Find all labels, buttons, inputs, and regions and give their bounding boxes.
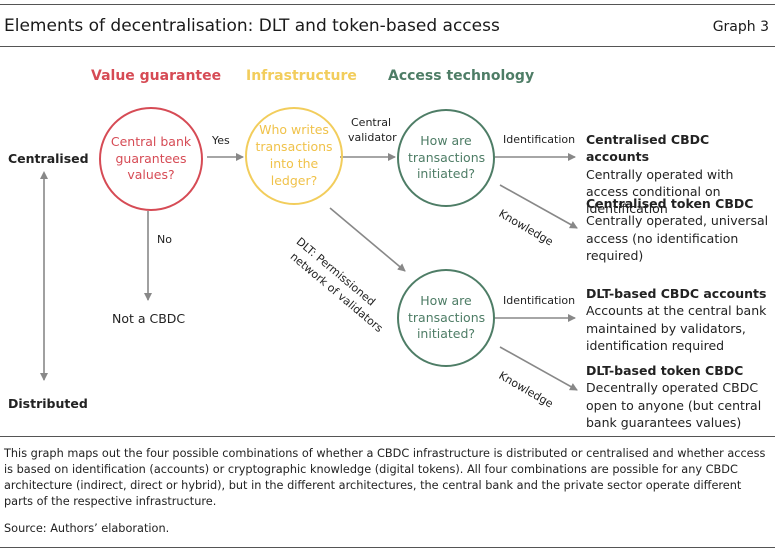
- node-who-writes: Who writes transactions into the ledger?: [245, 107, 343, 205]
- outcome-centralised-token: Centralised token CBDC Centrally operate…: [586, 195, 771, 264]
- outcome-title: Centralised token CBDC: [586, 196, 754, 211]
- edge-label-identification-bottom: Identification: [503, 294, 576, 307]
- edge-label-identification-top: Identification: [503, 133, 576, 146]
- edge-label-central-validator-1: Central: [351, 116, 392, 129]
- outcome-title: Centralised CBDC accounts: [586, 132, 710, 165]
- top-rule: [0, 4, 775, 5]
- arrow-dlt: [329, 207, 406, 272]
- outcome-dlt-token: DLT-based token CBDC Decentrally operate…: [586, 362, 771, 431]
- node-central-bank: Central bank guarantees values?: [99, 107, 203, 211]
- outcome-title: DLT-based token CBDC: [586, 363, 744, 378]
- node-how-initiated-bottom-text: How are transactions initiated?: [408, 292, 486, 342]
- heading-value-guarantee: Value guarantee: [91, 68, 222, 84]
- node-central-bank-text: Central bank guarantees values?: [110, 133, 192, 183]
- heading-infrastructure: Infrastructure: [246, 68, 357, 84]
- outcome-description: Centrally operated with access condition…: [586, 166, 734, 217]
- edge-label-no: No: [157, 233, 172, 246]
- heading-access-technology: Access technology: [388, 68, 535, 84]
- edge-label-yes: Yes: [212, 134, 230, 147]
- graph-source: Source: Authors’ elaboration.: [4, 522, 170, 535]
- outcome-title: DLT-based CBDC accounts: [586, 286, 767, 301]
- graph-note: This graph maps out the four possible co…: [4, 447, 766, 509]
- outcome-description: Accounts at the central bank maintained …: [586, 303, 767, 353]
- node-who-writes-text: Who writes transactions into the ledger?: [255, 122, 333, 188]
- outcome-description: Decentrally operated CBDC open to anyone…: [586, 380, 762, 430]
- outcome-dlt-accounts: DLT-based CBDC accounts Accounts at the …: [586, 285, 771, 354]
- node-how-initiated-top: How are transactions initiated?: [397, 109, 495, 207]
- outcome-centralised-accounts: Centralised CBDC accounts Centrally oper…: [586, 131, 771, 217]
- graph-number: Graph 3: [712, 19, 769, 35]
- bottom-rule: [0, 547, 775, 548]
- arrow-knowledge-top: [499, 184, 578, 229]
- title-rule: [0, 46, 775, 47]
- edge-label-central-validator-2: validator: [348, 131, 397, 144]
- outcome-description: Centrally operated, universal access (no…: [586, 213, 769, 263]
- arrow-knowledge-bottom: [499, 346, 578, 391]
- node-how-initiated-top-text: How are transactions initiated?: [408, 132, 486, 182]
- note-rule: [0, 436, 775, 437]
- not-a-cbdc: Not a CBDC: [112, 311, 186, 326]
- graph-title: Elements of decentralisation: DLT and to…: [4, 16, 500, 36]
- node-how-initiated-bottom: How are transactions initiated?: [397, 269, 495, 367]
- axis-label-distributed: Distributed: [8, 396, 88, 411]
- axis-label-centralised: Centralised: [8, 151, 89, 166]
